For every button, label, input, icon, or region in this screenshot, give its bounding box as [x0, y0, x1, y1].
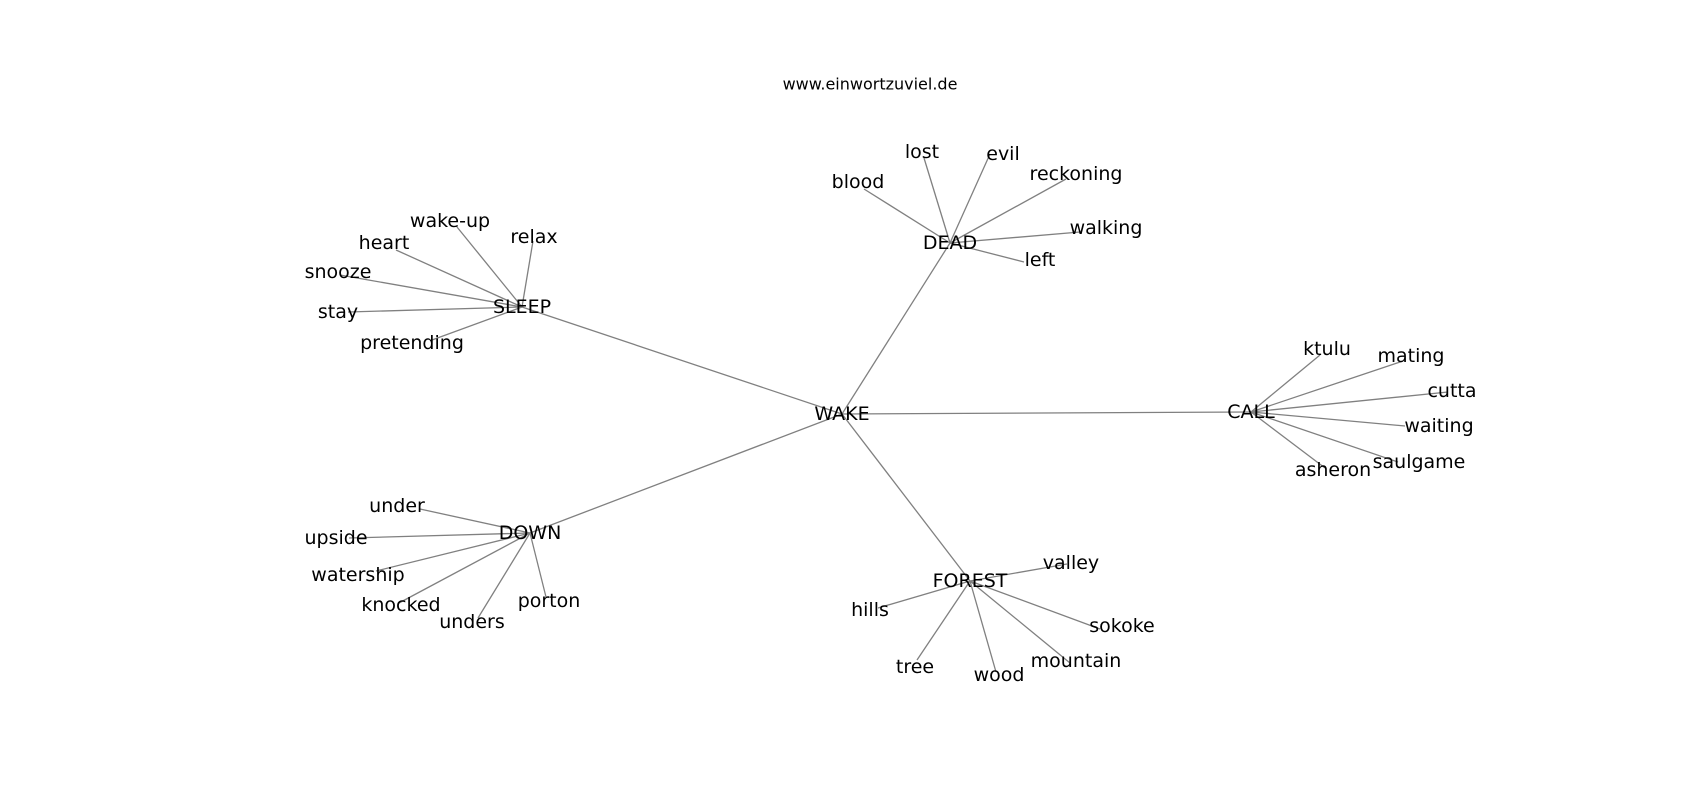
- node-word-sokoke: sokoke: [1089, 615, 1155, 637]
- edge-sleep-relax: [521, 240, 534, 308]
- edge-wake-dead: [841, 242, 951, 415]
- node-word-wood: wood: [974, 664, 1025, 686]
- edge-sleep-wake-up: [456, 226, 523, 308]
- edge-dead-left: [949, 242, 1025, 263]
- node-word-porton: porton: [518, 590, 581, 612]
- edge-call-waiting: [1250, 411, 1406, 427]
- node-word-wake-up: wake-up: [410, 210, 490, 232]
- edge-down-unders: [477, 532, 531, 619]
- edge-forest-valley: [969, 563, 1068, 582]
- edge-forest-hills: [877, 580, 971, 609]
- edge-dead-reckoning: [949, 178, 1067, 244]
- edge-sleep-pretending: [431, 306, 523, 341]
- node-word-tree: tree: [896, 656, 934, 678]
- node-word-ktulu: ktulu: [1303, 338, 1351, 360]
- node-word-left: left: [1025, 249, 1056, 271]
- edge-wake-call: [841, 411, 1252, 415]
- edge-wake-forest: [841, 413, 971, 582]
- edge-down-watership: [375, 532, 531, 572]
- node-word-relax: relax: [510, 226, 557, 248]
- edge-dead-walking: [949, 231, 1081, 244]
- node-word-cutta: cutta: [1427, 380, 1476, 402]
- edge-wake-down: [529, 413, 843, 534]
- node-word-reckoning: reckoning: [1030, 163, 1123, 185]
- edge-call-ktulu: [1250, 354, 1321, 413]
- edge-sleep-stay: [347, 306, 523, 313]
- node-hub-down: DOWN: [499, 522, 562, 544]
- edge-dead-lost: [923, 157, 951, 244]
- edge-forest-tree: [916, 580, 971, 661]
- edge-forest-sokoke: [969, 580, 1101, 630]
- node-word-snooze: snooze: [305, 261, 372, 283]
- edge-forest-wood: [969, 580, 997, 673]
- node-word-lost: lost: [905, 141, 939, 163]
- edge-down-upside: [348, 532, 531, 539]
- edge-call-saulgame: [1250, 411, 1399, 463]
- edge-down-under: [419, 508, 531, 534]
- node-word-unders: unders: [439, 611, 505, 633]
- node-word-mating: mating: [1378, 345, 1445, 367]
- node-word-saulgame: saulgame: [1373, 451, 1466, 473]
- edge-call-asheron: [1250, 411, 1326, 469]
- edge-call-cutta: [1250, 391, 1449, 413]
- node-hub-sleep: SLEEP: [493, 296, 551, 318]
- node-word-valley: valley: [1043, 552, 1099, 574]
- edge-dead-evil: [949, 153, 991, 244]
- node-center: WAKE: [814, 403, 869, 425]
- node-word-stay: stay: [318, 301, 358, 323]
- node-word-mountain: mountain: [1031, 650, 1122, 672]
- edge-call-mating: [1250, 360, 1404, 413]
- node-word-upside: upside: [304, 527, 367, 549]
- edge-sleep-heart: [395, 249, 523, 308]
- node-hub-forest: FOREST: [933, 570, 1008, 592]
- node-word-pretending: pretending: [360, 332, 464, 354]
- edge-forest-mountain: [969, 580, 1071, 664]
- node-hub-call: CALL: [1227, 401, 1275, 423]
- node-word-heart: heart: [359, 232, 410, 254]
- node-word-knocked: knocked: [361, 594, 440, 616]
- node-word-walking: walking: [1070, 217, 1143, 239]
- node-word-blood: blood: [832, 171, 885, 193]
- edge-wake-sleep: [521, 306, 843, 415]
- node-word-hills: hills: [851, 599, 889, 621]
- node-word-asheron: asheron: [1295, 459, 1371, 481]
- node-hub-dead: DEAD: [923, 232, 977, 254]
- node-word-waiting: waiting: [1404, 415, 1473, 437]
- graph-edges: [339, 153, 1449, 673]
- node-word-watership: watership: [311, 564, 404, 586]
- edge-down-knocked: [398, 532, 531, 604]
- source-url: www.einwortzuviel.de: [783, 75, 958, 94]
- node-word-evil: evil: [986, 143, 1020, 165]
- edge-sleep-snooze: [339, 274, 523, 308]
- node-word-under: under: [369, 495, 425, 517]
- edge-down-porton: [529, 532, 547, 598]
- edge-dead-blood: [863, 188, 951, 244]
